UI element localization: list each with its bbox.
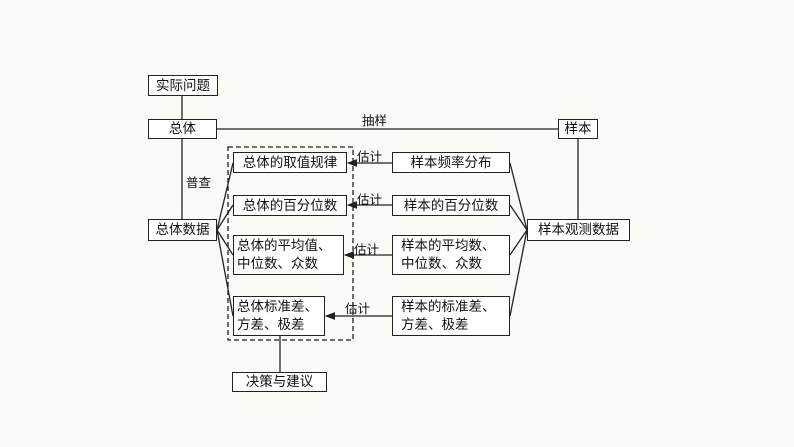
sampling-label: 抽样 xyxy=(362,113,388,128)
real-problem-node: 实际问题 xyxy=(148,75,218,96)
population-data-node: 总体数据 xyxy=(148,219,217,241)
sample-dispersion-node: 样本的标准差、方差、极差 xyxy=(392,296,510,336)
estimate-label: 估计 xyxy=(357,149,383,164)
sample-percentile-node: 样本的百分位数 xyxy=(392,195,510,216)
estimate-label: 估计 xyxy=(357,192,383,207)
sample-distribution-node: 样本频率分布 xyxy=(392,152,510,173)
population-dispersion-node: 总体标准差、方差、极差 xyxy=(233,296,325,336)
population-distribution-node: 总体的取值规律 xyxy=(233,152,347,173)
sample-central-node: 样本的平均数、中位数、众数 xyxy=(392,235,510,275)
estimate-label: 估计 xyxy=(345,301,371,316)
estimate-label: 估计 xyxy=(354,242,380,257)
population-central-node: 总体的平均值、中位数、众数 xyxy=(233,235,344,275)
population-node: 总体 xyxy=(148,119,217,139)
census-label: 普查 xyxy=(186,175,212,190)
population-percentile-node: 总体的百分位数 xyxy=(233,195,347,216)
decision-node: 决策与建议 xyxy=(232,372,327,392)
sample-node: 样本 xyxy=(558,119,598,139)
sample-data-node: 样本观测数据 xyxy=(527,219,630,241)
